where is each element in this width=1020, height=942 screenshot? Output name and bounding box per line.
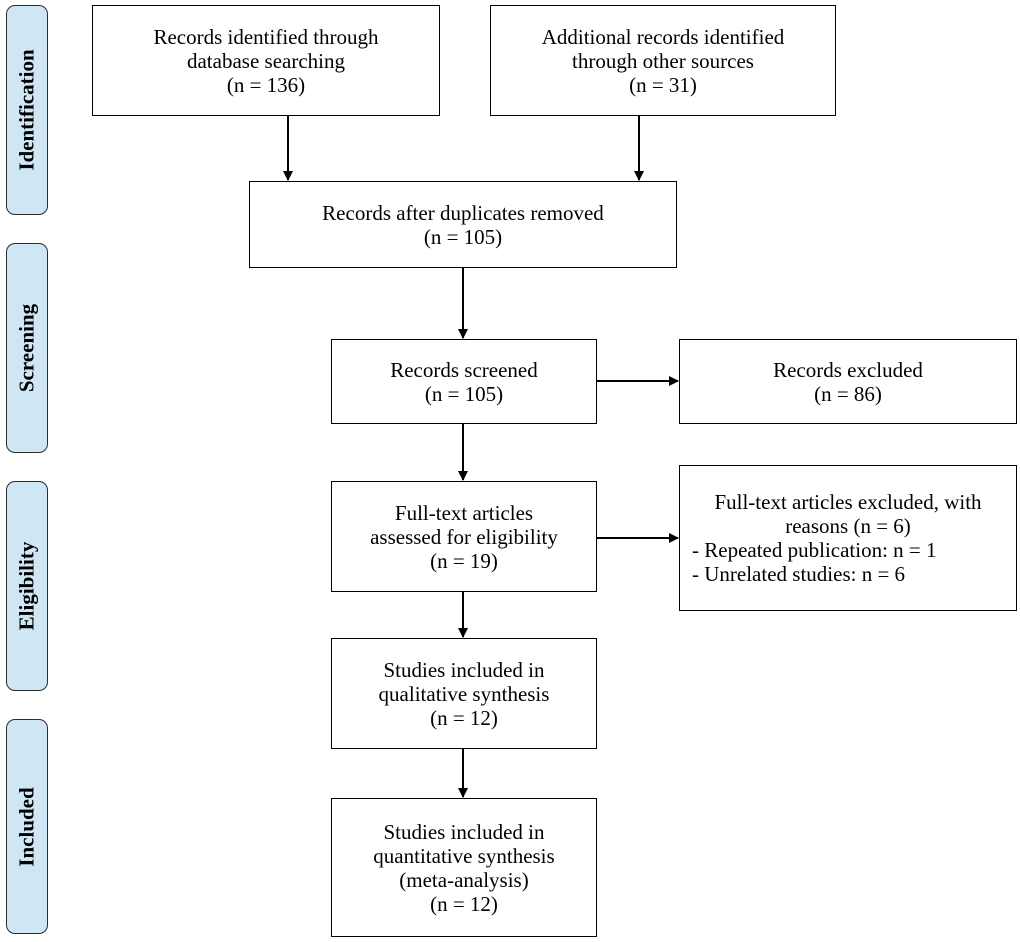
records-screened-count: (n = 105): [424, 381, 504, 406]
records-excluded-count: (n = 86): [814, 381, 882, 406]
fulltext-excluded-reason1: - Repeated publication: n = 1: [692, 538, 937, 562]
duplicates-removed-count: (n = 105): [423, 224, 503, 249]
other-sources-count: (n = 31): [629, 72, 697, 97]
stage-label-included-text: Included: [14, 786, 39, 867]
fulltext-assessed-line2: assessed for eligibility: [370, 524, 558, 549]
fulltext-excluded-line2: reasons (n = 6): [785, 514, 911, 538]
quantitative-synthesis-box: Studies included in quantitative synthes…: [331, 798, 597, 937]
stage-label-identification-text: Identification: [14, 49, 39, 171]
records-screened-box: Records screened (n = 105): [331, 339, 597, 424]
stage-label-included: Included: [6, 719, 48, 934]
qualitative-count: (n = 12): [430, 705, 498, 730]
records-excluded-box: Records excluded (n = 86): [679, 339, 1017, 424]
fulltext-excluded-box: Full-text articles excluded, with reason…: [679, 465, 1017, 611]
database-search-count: (n = 136): [226, 72, 306, 97]
fulltext-excluded-reason2: - Unrelated studies: n = 6: [692, 562, 906, 586]
other-sources-box: Additional records identified through ot…: [490, 5, 836, 116]
stage-label-screening: Screening: [6, 243, 48, 453]
database-search-line2: database searching: [186, 48, 345, 73]
fulltext-excluded-line1: Full-text articles excluded, with: [714, 490, 982, 514]
records-screened-line1: Records screened: [390, 357, 538, 382]
qualitative-line1: Studies included in: [383, 657, 545, 682]
quantitative-line3: (meta-analysis): [399, 867, 529, 892]
quantitative-line1: Studies included in: [383, 819, 545, 844]
duplicates-removed-line1: Records after duplicates removed: [322, 200, 604, 225]
stage-label-eligibility-text: Eligibility: [14, 541, 39, 631]
other-sources-line1: Additional records identified: [541, 24, 785, 49]
records-excluded-line1: Records excluded: [773, 357, 923, 382]
fulltext-assessed-box: Full-text articles assessed for eligibil…: [331, 481, 597, 592]
quantitative-count: (n = 12): [430, 891, 498, 916]
qualitative-synthesis-box: Studies included in qualitative synthesi…: [331, 638, 597, 749]
database-search-line1: Records identified through: [153, 24, 379, 49]
duplicates-removed-box: Records after duplicates removed (n = 10…: [249, 181, 677, 268]
fulltext-assessed-line1: Full-text articles: [394, 500, 534, 525]
database-search-box: Records identified through database sear…: [92, 5, 440, 116]
stage-label-screening-text: Screening: [14, 303, 39, 393]
stage-label-identification: Identification: [6, 5, 48, 215]
quantitative-line2: quantitative synthesis: [373, 843, 555, 868]
stage-label-eligibility: Eligibility: [6, 481, 48, 691]
qualitative-line2: qualitative synthesis: [378, 681, 550, 706]
fulltext-assessed-count: (n = 19): [430, 548, 498, 573]
other-sources-line2: through other sources: [572, 48, 754, 73]
